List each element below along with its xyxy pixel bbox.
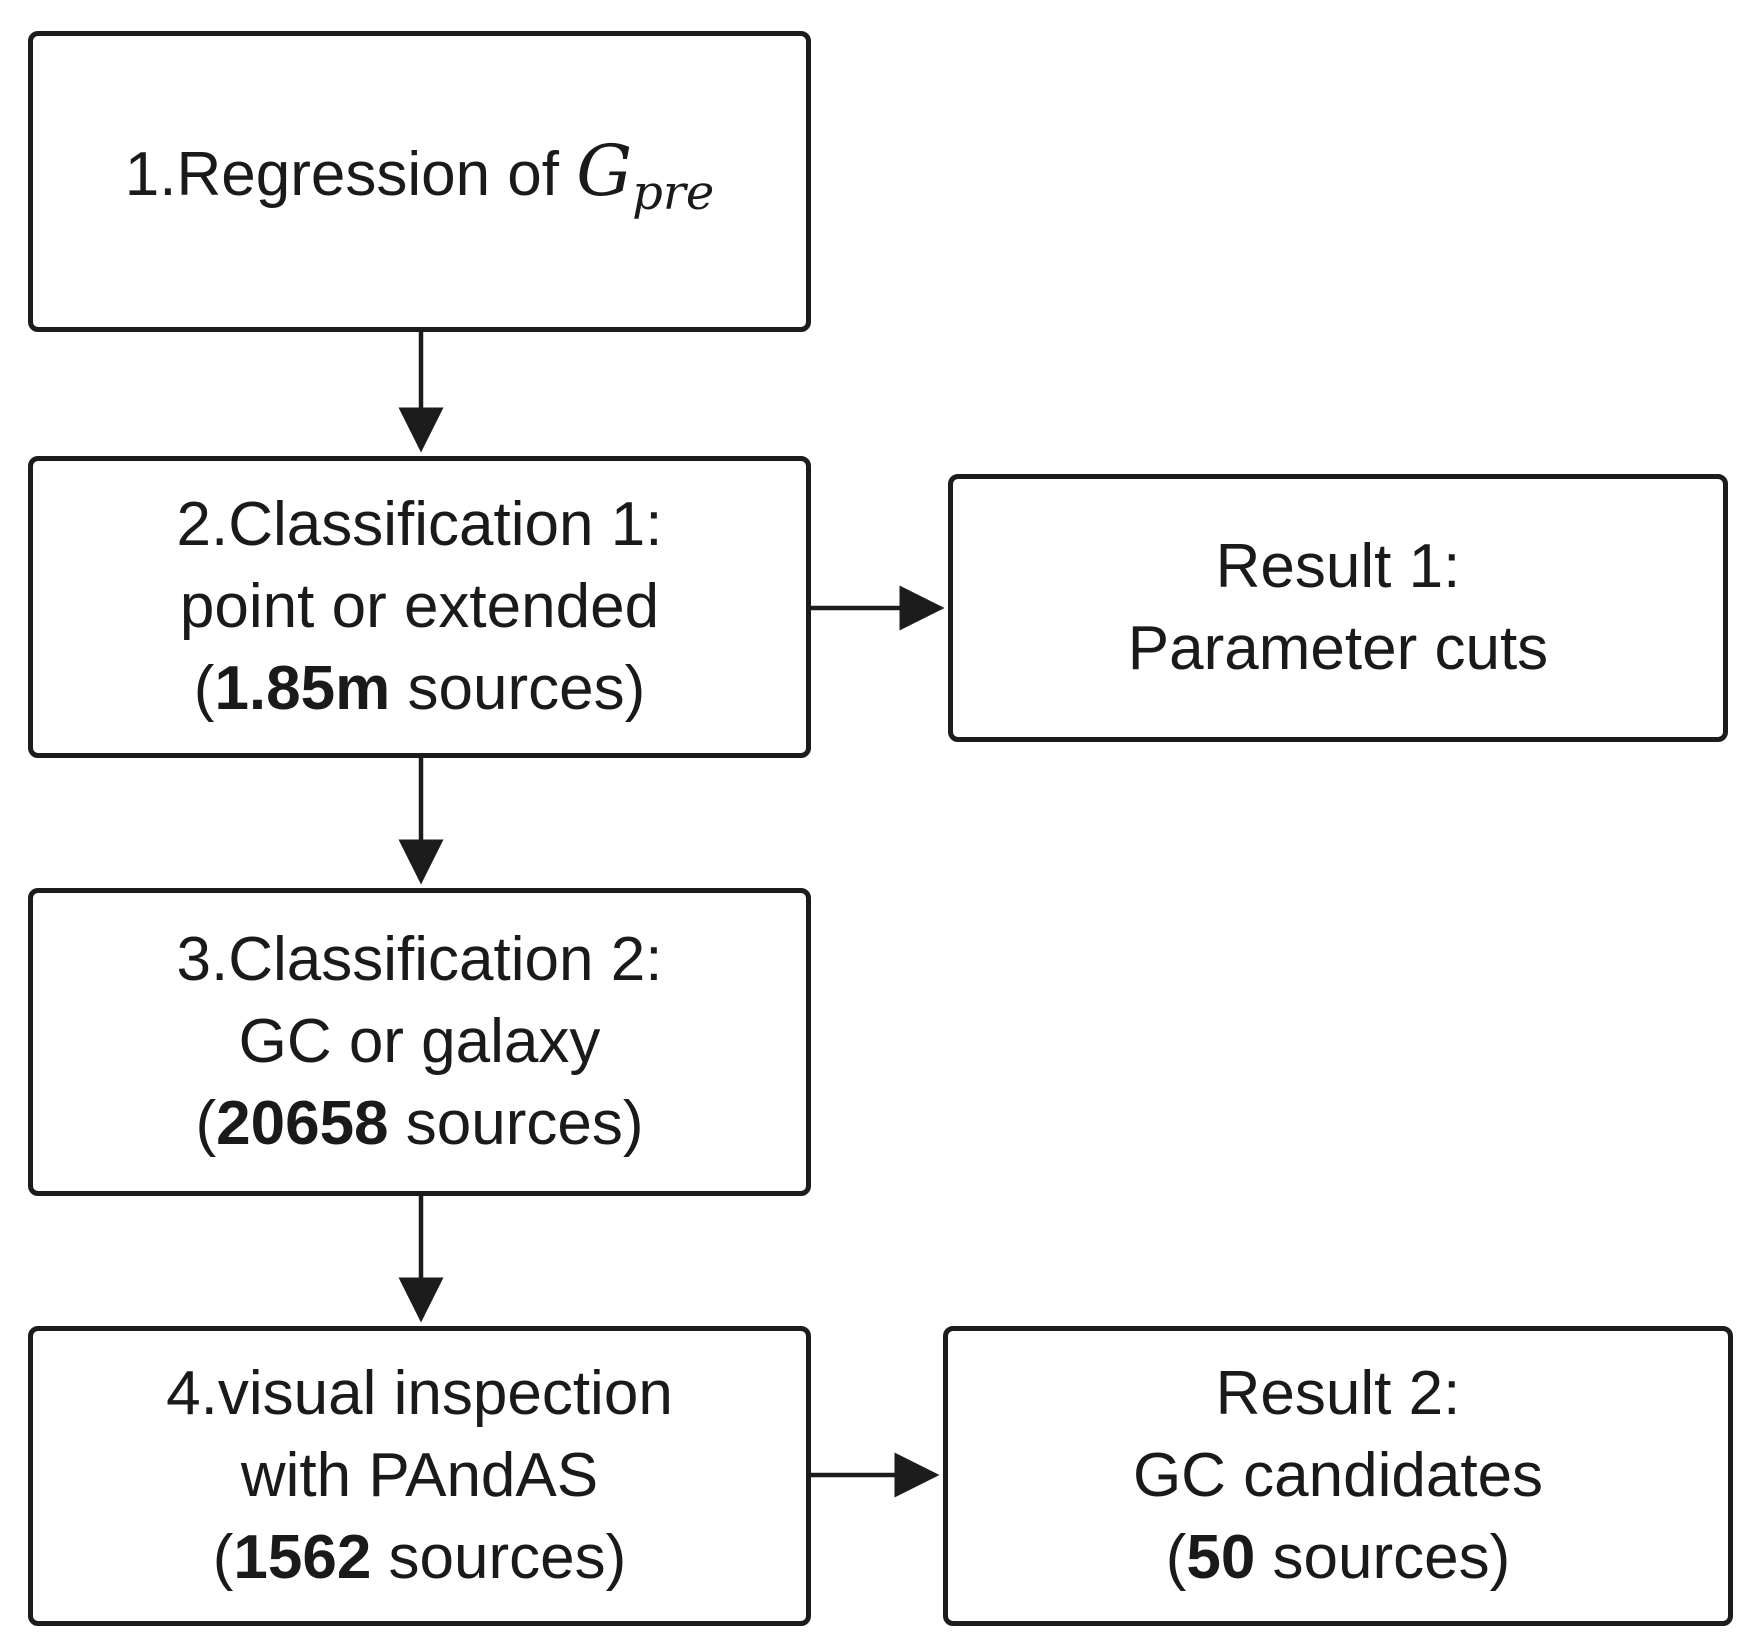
result2-count: 50 bbox=[1186, 1523, 1256, 1592]
result2-count-line: (50 sources) bbox=[1165, 1523, 1511, 1592]
step4-count-line: (1562 sources) bbox=[212, 1523, 627, 1592]
result1-subtitle: Parameter cuts bbox=[1127, 614, 1549, 683]
step3-count-line: (20658 sources) bbox=[195, 1089, 644, 1158]
result1-title: Result 1: bbox=[1215, 532, 1461, 601]
result2-box: Result 2: GC candidates (50 sources) bbox=[943, 1326, 1733, 1626]
step1-regression-box: 1.Regression of Gpre bbox=[28, 31, 811, 332]
step4-title: 4.visual inspection bbox=[166, 1359, 673, 1428]
step3-classification2-box: 3.Classification 2: GC or galaxy (20658 … bbox=[28, 888, 811, 1196]
g-pre-symbol: Gpre bbox=[576, 129, 715, 221]
step4-visual-inspection-box: 4.visual inspection with PAndAS (1562 so… bbox=[28, 1326, 811, 1626]
result2-subtitle: GC candidates bbox=[1132, 1441, 1544, 1510]
step1-label: 1.Regression of Gpre bbox=[124, 129, 715, 221]
step3-title: 3.Classification 2: bbox=[176, 925, 663, 994]
result1-box: Result 1: Parameter cuts bbox=[948, 474, 1728, 742]
step4-count: 1562 bbox=[233, 1523, 372, 1592]
step3-subtitle: GC or galaxy bbox=[238, 1007, 601, 1076]
step3-count: 20658 bbox=[216, 1089, 389, 1158]
step2-count: 1.85m bbox=[214, 654, 391, 723]
result2-title: Result 2: bbox=[1215, 1359, 1461, 1428]
step2-subtitle: point or extended bbox=[179, 572, 660, 641]
step2-count-line: (1.85m sources) bbox=[193, 654, 646, 723]
step4-subtitle: with PAndAS bbox=[240, 1441, 599, 1510]
step2-title: 2.Classification 1: bbox=[176, 490, 663, 559]
step2-classification1-box: 2.Classification 1: point or extended (1… bbox=[28, 456, 811, 758]
